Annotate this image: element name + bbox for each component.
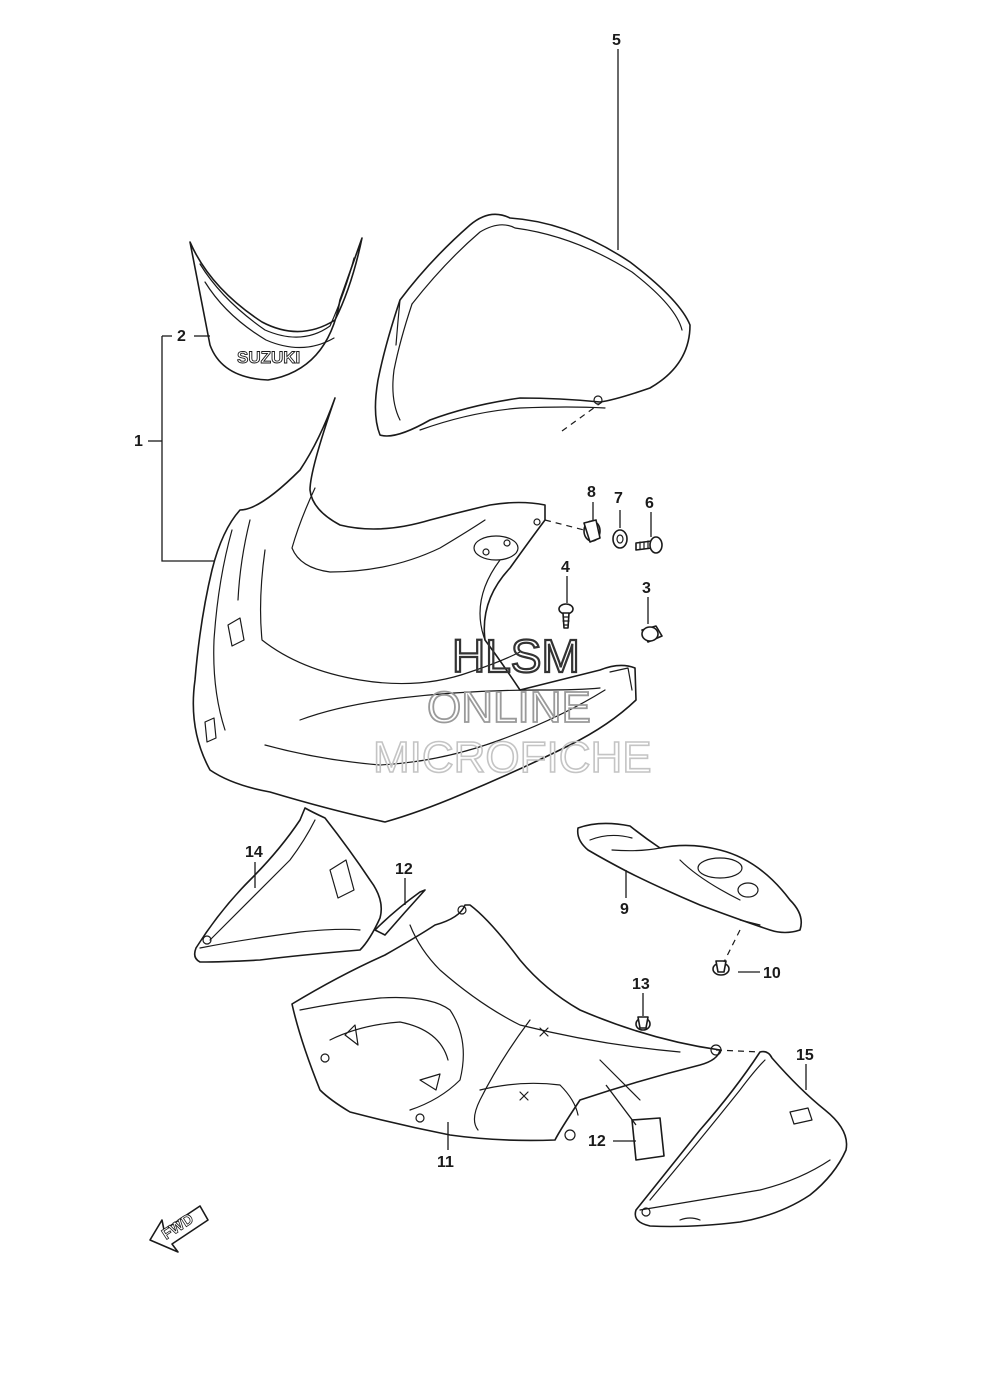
part-2-decal[interactable]: SUZUKI: [189, 237, 363, 381]
callout-13[interactable]: 13: [632, 976, 650, 993]
watermark-line-1: HLSM: [452, 630, 580, 682]
fwd-arrow: FWD: [149, 1205, 209, 1253]
part-12-pad[interactable]: [631, 1117, 665, 1161]
callout-4[interactable]: 4: [561, 559, 570, 576]
callout-5[interactable]: 5: [612, 32, 621, 49]
leader-lines: [148, 49, 807, 1150]
callout-10[interactable]: 10: [763, 965, 781, 982]
watermark-line-2: ONLINE: [427, 683, 591, 732]
part-12-trim-strip[interactable]: [374, 889, 426, 936]
part-8-collar[interactable]: [583, 519, 601, 543]
callout-7[interactable]: 7: [614, 490, 623, 507]
callout-3[interactable]: 3: [642, 580, 651, 597]
part-9-bracket[interactable]: [576, 822, 803, 934]
callout-11[interactable]: 11: [437, 1154, 454, 1171]
part-4-screw[interactable]: [558, 603, 574, 629]
watermark-line-3: MICROFICHE: [373, 733, 652, 782]
part-14-side-panel-left[interactable]: [193, 807, 383, 963]
callout-14[interactable]: 14: [245, 844, 263, 861]
callout-8[interactable]: 8: [587, 484, 596, 501]
part-7-washer[interactable]: [612, 529, 628, 549]
callout-12-lower[interactable]: 12: [588, 1133, 606, 1150]
callout-6[interactable]: 6: [645, 495, 654, 512]
part-13-screw[interactable]: [635, 1016, 651, 1031]
callout-12-upper[interactable]: 12: [395, 861, 413, 878]
callout-15[interactable]: 15: [796, 1047, 814, 1064]
part-10-screw[interactable]: [712, 960, 730, 976]
part-6-screw[interactable]: [635, 536, 663, 554]
callout-9[interactable]: 9: [620, 901, 629, 918]
callout-1[interactable]: 1: [134, 433, 143, 450]
part-11-under-cowling[interactable]: [291, 904, 722, 1142]
callout-labels: 1 2 3 4 5 6 7 8 9 10 11 12 12 13 14 15: [134, 32, 814, 1171]
part-5-windscreen[interactable]: [374, 213, 691, 437]
decal-logo-text: SUZUKI: [237, 348, 300, 367]
callout-2[interactable]: 2: [177, 328, 186, 345]
part-1-upper-cowling[interactable]: [192, 397, 637, 823]
part-3-bolt[interactable]: [641, 625, 663, 643]
watermark: HLSM ONLINE MICROFICHE: [372, 629, 652, 783]
part-15-side-panel-right[interactable]: [634, 1050, 848, 1228]
